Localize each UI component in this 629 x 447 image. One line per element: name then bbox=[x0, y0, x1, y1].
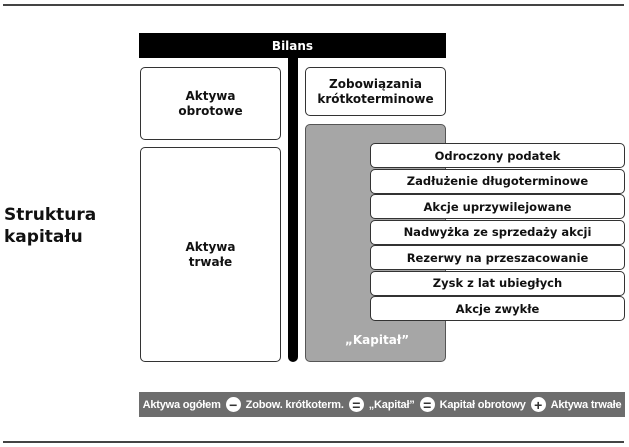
formula-term: Kapitał obrotowy bbox=[439, 398, 526, 411]
capital-item: Zadłużenie długoterminowe bbox=[370, 168, 625, 194]
equals-icon: = bbox=[348, 397, 364, 412]
short-term-line-1: Zobowiązania bbox=[329, 76, 422, 91]
formula-term: „Kapitał” bbox=[368, 398, 415, 411]
capital-items-stack: Odroczony podatek Zadłużenie długotermin… bbox=[370, 143, 625, 322]
formula-term: Zobow. krótkoterm. bbox=[245, 398, 344, 411]
plus-icon: + bbox=[530, 397, 546, 412]
minus-icon: − bbox=[225, 397, 241, 412]
current-assets-box: Aktywa obrotowe bbox=[140, 67, 281, 140]
diagram-title: Struktura kapitału bbox=[4, 204, 96, 248]
capital-label: „Kapitał” bbox=[345, 333, 410, 347]
current-assets-line-2: obrotowe bbox=[178, 103, 243, 118]
capital-item: Zysk z lat ubiegłych bbox=[370, 270, 625, 296]
capital-item: Akcje uprzywilejowane bbox=[370, 194, 625, 219]
equals-icon: = bbox=[419, 397, 435, 412]
title-line-2: kapitału bbox=[4, 227, 83, 247]
current-assets-line-1: Aktywa bbox=[185, 88, 236, 103]
balance-divider bbox=[288, 55, 298, 362]
capital-item: Akcje zwykłe bbox=[370, 296, 625, 321]
title-line-1: Struktura bbox=[4, 205, 97, 225]
bottom-rule bbox=[3, 441, 624, 443]
capital-item: Nadwyżka ze sprzedaży akcji bbox=[370, 219, 625, 245]
capital-item: Rezerwy na przeszacowanie bbox=[370, 245, 625, 270]
capital-item: Odroczony podatek bbox=[370, 143, 625, 168]
fixed-assets-box: Aktywa trwałe bbox=[140, 147, 281, 362]
capital-formula-bar: Aktywa ogółem − Zobow. krótkoterm. = „Ka… bbox=[139, 392, 625, 417]
short-term-liabilities-box: Zobowiązania krótkoterminowe bbox=[305, 67, 446, 116]
top-rule bbox=[3, 4, 624, 6]
fixed-assets-line-2: trwałe bbox=[188, 254, 233, 269]
formula-term: Aktywa trwałe bbox=[550, 398, 622, 411]
fixed-assets-line-1: Aktywa bbox=[185, 239, 236, 254]
short-term-line-2: krótkoterminowe bbox=[317, 91, 434, 106]
formula-term: Aktywa ogółem bbox=[142, 398, 221, 411]
balance-sheet-header: Bilans bbox=[139, 33, 446, 58]
